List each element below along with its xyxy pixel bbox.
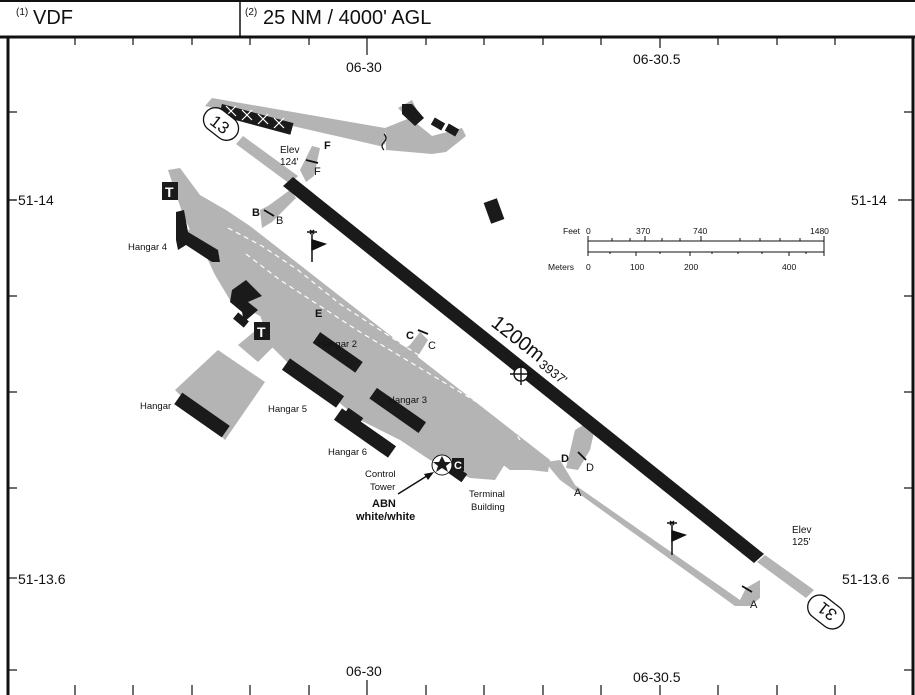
- west-buildings: [230, 280, 262, 322]
- hangar-2-label: Hangar 2: [318, 339, 357, 350]
- windsock-icon-south: [667, 520, 688, 555]
- hangar-3-label: Hangar 3: [388, 395, 427, 406]
- scale-meter-tick: 200: [684, 262, 698, 272]
- taxiway-f-bold: F: [324, 140, 331, 152]
- airport-ident: VDF: [33, 7, 73, 29]
- north-building: [402, 104, 424, 126]
- abn-arrow: [397, 473, 431, 495]
- hangar-4-building: [176, 210, 220, 262]
- taxiway-e-bold: E: [315, 308, 322, 320]
- svg-text:T: T: [257, 324, 266, 340]
- runway-end-31: 31: [807, 594, 845, 630]
- elevation-nw-value: 124': [280, 157, 299, 168]
- taxiway-b: B: [276, 215, 283, 227]
- hangar-4-label: Hangar 4: [128, 242, 167, 253]
- control-tower-label-1: Control: [365, 469, 396, 480]
- t-marker-apron: T: [254, 322, 270, 340]
- lon-label-bottom-left: 06-30: [346, 663, 382, 679]
- abn-arrow-head: [424, 472, 434, 480]
- taxiway-a-lower: A: [750, 599, 758, 611]
- svg-text:T: T: [165, 184, 174, 200]
- scale-feet-tick: 1480: [810, 226, 829, 236]
- taxiway-b-bold: B: [252, 207, 260, 219]
- abn-label: ABN: [372, 498, 396, 510]
- scale-bar: Feet 0 370 740 1480 Meters 0 100 200 400: [548, 226, 829, 272]
- windsock-icon: [307, 229, 328, 262]
- elevation-nw-label: Elev: [280, 145, 299, 156]
- control-tower-icon: [431, 454, 453, 476]
- hangar-label: Hangar: [140, 401, 171, 412]
- svg-text:C: C: [454, 460, 462, 472]
- taxiway-a-upper: A: [574, 487, 582, 499]
- lon-label-top-left: 06-30: [346, 59, 382, 75]
- scale-meter-tick: 100: [630, 262, 644, 272]
- hangar-5-label: Hangar 5: [268, 404, 307, 415]
- control-tower-label-2: Tower: [370, 482, 395, 493]
- buildings: [174, 104, 505, 483]
- chart-header: (1) VDF (2) 25 NM / 4000' AGL: [0, 0, 915, 36]
- lon-label-bottom-right: 06-30.5: [633, 669, 681, 685]
- hangar-6-building: [333, 408, 397, 458]
- lat-label-upper-right: 51-14: [851, 192, 887, 208]
- hangar-6-label: Hangar 6: [328, 447, 367, 458]
- taxiway-d-bold: D: [561, 453, 569, 465]
- c-marker: C: [452, 458, 464, 472]
- scale-meter-tick: 400: [782, 262, 796, 272]
- hangar-5-building: [281, 358, 345, 408]
- terminal-label-1: Terminal: [469, 489, 505, 500]
- isolated-building: [483, 198, 505, 224]
- abn-colors-label: white/white: [355, 511, 415, 523]
- hangar-3-building: [369, 387, 427, 433]
- scale-feet-label: Feet: [563, 226, 581, 236]
- lon-label-top-right: 06-30.5: [633, 51, 681, 67]
- header-ref-2: (2): [245, 7, 258, 18]
- lat-label-upper-left: 51-14: [18, 192, 54, 208]
- scale-meter-tick: 0: [586, 262, 591, 272]
- taxiway-markings: [227, 227, 521, 441]
- header-ref-1: (1): [16, 7, 29, 18]
- scale-feet-tick: 370: [636, 226, 650, 236]
- lat-label-lower-left: 51-13.6: [18, 571, 66, 587]
- closed-taxiway: [218, 104, 294, 135]
- hangar-building: [174, 392, 230, 438]
- frame-ticks: [9, 38, 912, 695]
- taxiway-c: C: [428, 340, 436, 352]
- scale-feet-tick: 740: [693, 226, 707, 236]
- taxiway-f: F: [314, 166, 321, 178]
- taxiway-c-bold: C: [406, 330, 414, 342]
- lat-label-lower-right: 51-13.6: [842, 571, 890, 587]
- scale-meters-label: Meters: [548, 262, 574, 272]
- hangar-2-building: [312, 332, 363, 373]
- taxiway-break-mark: [381, 133, 387, 151]
- t-marker-north: T: [162, 182, 178, 200]
- aerodrome-reference-point-icon: [510, 363, 532, 385]
- airspace-info: 25 NM / 4000' AGL: [263, 7, 432, 29]
- elevation-se-label: Elev: [792, 525, 811, 536]
- holding-lines: [263, 159, 753, 593]
- taxiway-d: D: [586, 462, 594, 474]
- scale-feet-tick: 0: [586, 226, 591, 236]
- elevation-se-value: 125': [792, 537, 811, 548]
- terminal-label-2: Building: [471, 502, 505, 513]
